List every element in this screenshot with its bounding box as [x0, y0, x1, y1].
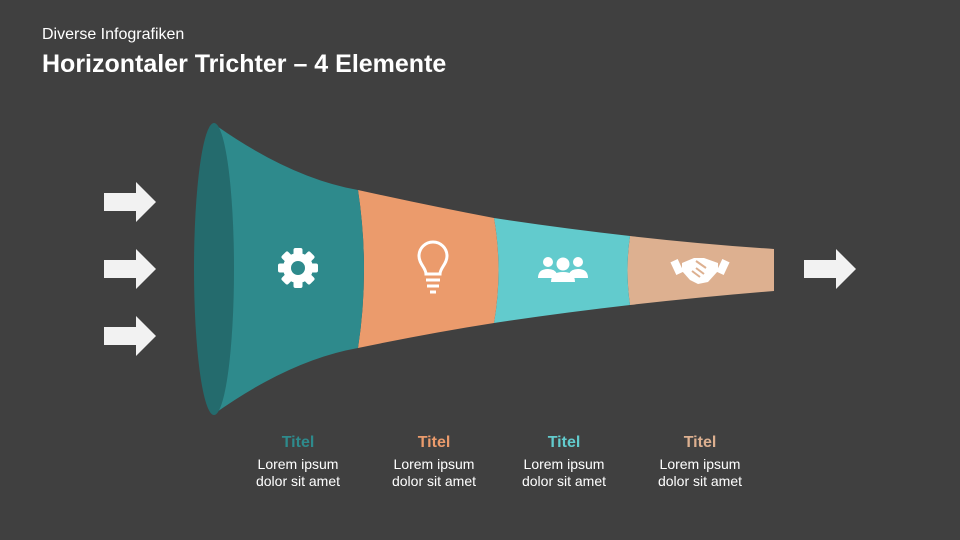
output-arrow [804, 249, 856, 289]
caption-text-3b: dolor sit amet [521, 473, 607, 489]
caption-title-2: Titel [417, 434, 451, 451]
caption-2: Titel Lorem ipsum dolor sit amet [364, 434, 504, 490]
people-icon [538, 257, 588, 282]
caption-title-3: Titel [547, 434, 581, 451]
caption-3: Titel Lorem ipsum dolor sit amet [494, 434, 634, 490]
caption-text-1a: Lorem ipsum [257, 456, 339, 472]
caption-4: Titel Lorem ipsum dolor sit amet [630, 434, 770, 490]
input-arrow-1 [104, 182, 156, 222]
caption-title-4: Titel [683, 434, 717, 451]
caption-text-2a: Lorem ipsum [393, 456, 475, 472]
caption-text-4b: dolor sit amet [657, 473, 743, 489]
caption-text-4a: Lorem ipsum [659, 456, 741, 472]
caption-text-2b: dolor sit amet [391, 473, 477, 489]
funnel-segment-3 [494, 218, 630, 323]
caption-title-1: Titel [281, 434, 315, 451]
handshake-icon [670, 258, 730, 284]
input-arrow-3 [104, 316, 156, 356]
funnel-segment-2 [358, 190, 499, 348]
input-arrow-2 [104, 249, 156, 289]
slide-title: Horizontaler Trichter – 4 Elemente [42, 50, 447, 78]
funnel-mouth [194, 123, 234, 415]
lightbulb-icon [417, 240, 449, 294]
slide-subtitle: Diverse Infografiken [42, 26, 185, 43]
caption-text-3a: Lorem ipsum [523, 456, 605, 472]
caption-text-1b: dolor sit amet [255, 473, 341, 489]
gear-icon [278, 248, 318, 288]
caption-1: Titel Lorem ipsum dolor sit amet [228, 434, 368, 490]
